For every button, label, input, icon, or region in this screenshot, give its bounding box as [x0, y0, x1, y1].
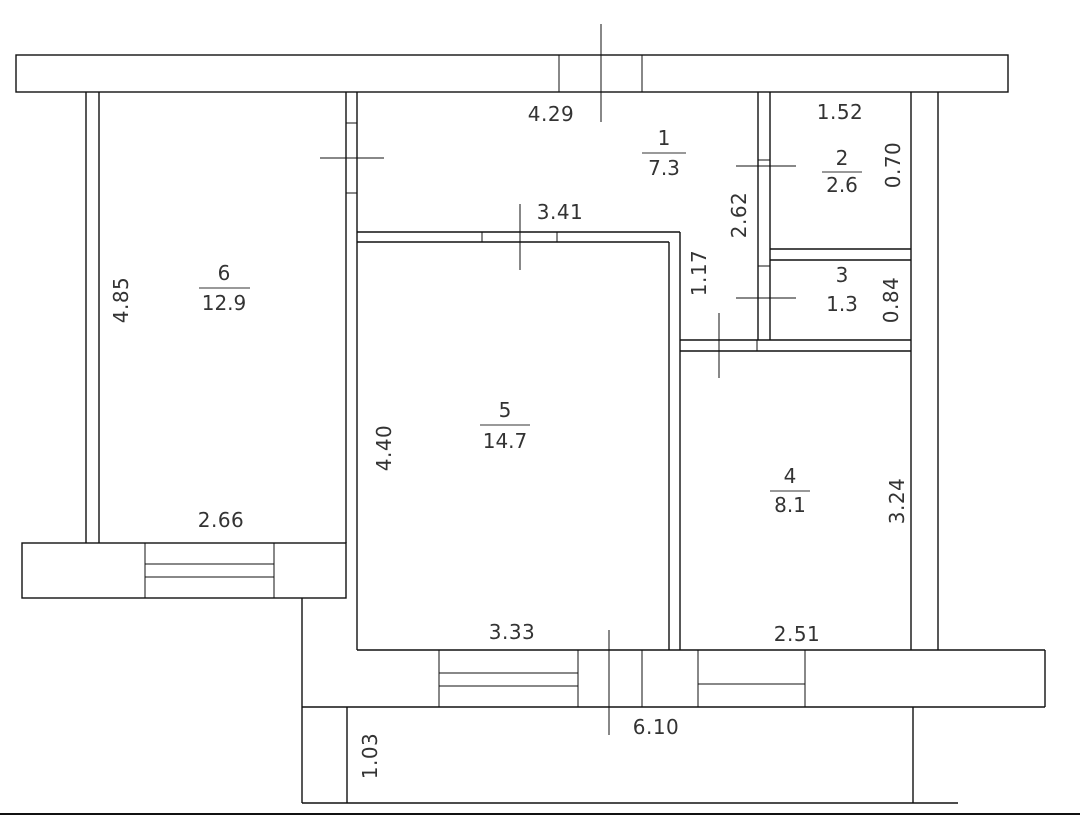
dim-4-85: 4.85	[109, 277, 133, 324]
dim-1-03: 1.03	[358, 733, 382, 780]
dim-3-33: 3.33	[489, 620, 536, 644]
room-labels: 6 12.9 1 7.3 2 2.6 3 1.3 5 14.7 4 8.1	[199, 126, 862, 517]
lower-left-wall	[21, 542, 347, 599]
room-2-number: 2	[836, 146, 849, 170]
room-4-area: 8.1	[774, 493, 806, 517]
dim-1-17: 1.17	[687, 250, 711, 297]
room-6-area: 12.9	[202, 291, 247, 315]
room-2-area: 2.6	[826, 173, 858, 197]
dim-2-66: 2.66	[198, 508, 245, 532]
cross-marks	[320, 24, 796, 735]
dim-1-52: 1.52	[817, 100, 864, 124]
room-5-number: 5	[499, 398, 512, 422]
room-5-area: 14.7	[483, 429, 528, 453]
dim-4-29: 4.29	[528, 102, 575, 126]
dim-2-62: 2.62	[727, 192, 751, 239]
dim-4-40: 4.40	[372, 425, 396, 472]
dim-3-41: 3.41	[537, 200, 584, 224]
dim-6-10: 6.10	[633, 715, 680, 739]
walls	[0, 54, 1080, 815]
room-1-area: 7.3	[648, 156, 680, 180]
top-wall	[15, 54, 1009, 93]
dim-0-70: 0.70	[881, 142, 905, 189]
dim-0-84: 0.84	[879, 277, 903, 324]
dimension-labels: 4.29 1.52 3.41 2.66 3.33 2.51 6.10 4.85 …	[109, 100, 909, 779]
dim-3-24: 3.24	[885, 478, 909, 525]
room-6-number: 6	[218, 261, 231, 285]
room-3-area: 1.3	[826, 292, 858, 316]
dim-2-51: 2.51	[774, 622, 821, 646]
room-1-number: 1	[658, 126, 671, 150]
room-4-number: 4	[784, 464, 797, 488]
room-3-number: 3	[836, 263, 849, 287]
